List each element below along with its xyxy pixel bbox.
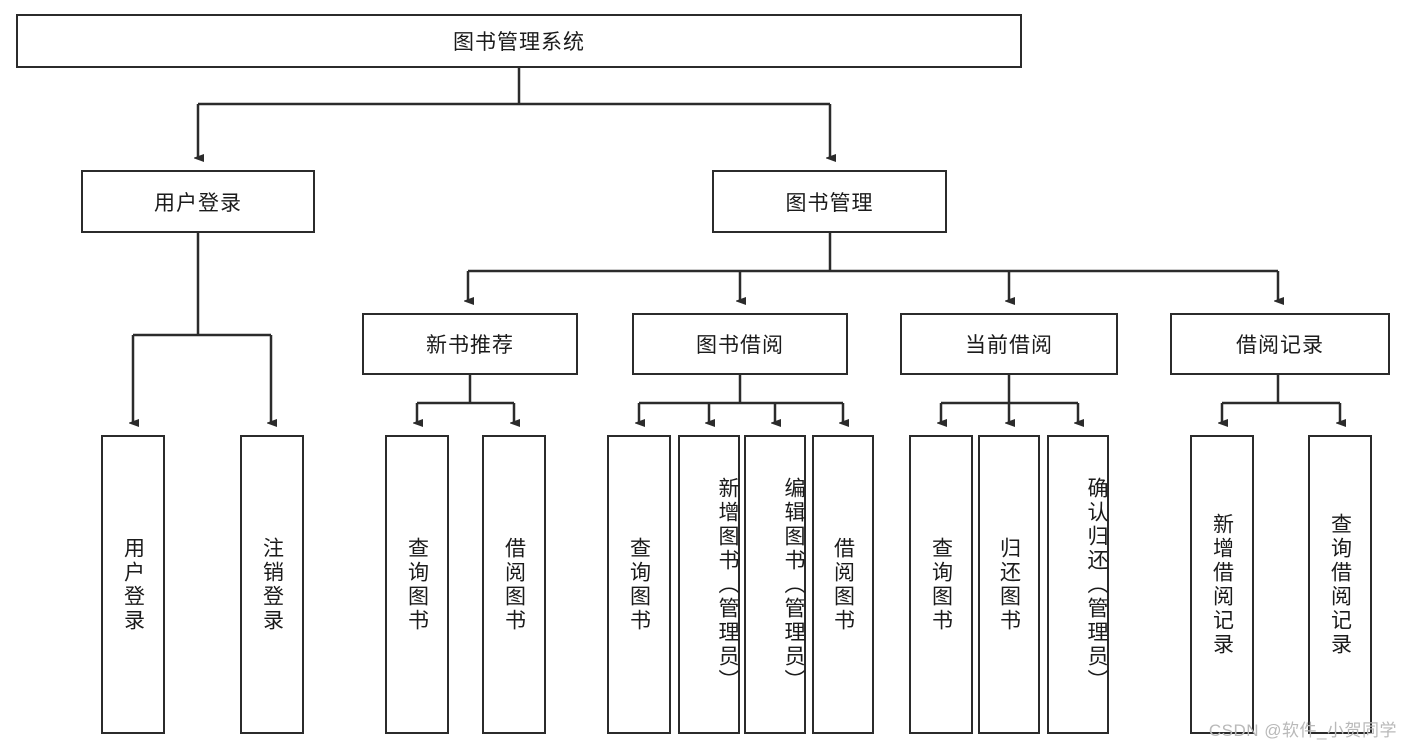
leaf-current-query-book[interactable]: 查询图书: [909, 435, 973, 734]
node-label: 图书管理系统: [453, 31, 585, 54]
node-label: 借阅图书: [831, 536, 855, 633]
leaf-current-confirm-return-admin[interactable]: 确认归还（管理员）: [1047, 435, 1109, 734]
leaf-user-login-logout[interactable]: 注销登录: [240, 435, 304, 734]
node-label: 当前借阅: [965, 334, 1053, 357]
node-label: 借阅图书: [502, 536, 526, 633]
node-label: 新增图书（管理员）: [716, 476, 739, 693]
node-label: 归还图书: [997, 536, 1021, 633]
leaf-recommend-query-book[interactable]: 查询图书: [385, 435, 449, 734]
leaf-recommend-borrow-book[interactable]: 借阅图书: [482, 435, 546, 734]
node-label: 用户登录: [121, 536, 145, 633]
leaf-borrow-borrow-book[interactable]: 借阅图书: [812, 435, 874, 734]
node-label: 图书借阅: [696, 334, 784, 357]
node-root-system[interactable]: 图书管理系统: [16, 14, 1022, 68]
node-label: 图书管理: [785, 191, 874, 215]
leaf-record-query-record[interactable]: 查询借阅记录: [1308, 435, 1372, 734]
node-label: 用户登录: [154, 191, 242, 215]
node-label: 确认归还（管理员）: [1085, 476, 1108, 693]
node-book-management[interactable]: 图书管理: [712, 170, 947, 233]
node-label: 新增借阅记录: [1210, 512, 1234, 657]
node-borrow-record[interactable]: 借阅记录: [1170, 313, 1390, 375]
node-label: 新书推荐: [426, 334, 514, 357]
leaf-current-return-book[interactable]: 归还图书: [978, 435, 1040, 734]
node-label: 注销登录: [260, 536, 284, 633]
watermark: CSDN @软件_小贺同学: [1208, 721, 1397, 740]
node-new-book-recommend[interactable]: 新书推荐: [362, 313, 578, 375]
leaf-borrow-edit-book-admin[interactable]: 编辑图书（管理员）: [744, 435, 806, 734]
leaf-borrow-query-book[interactable]: 查询图书: [607, 435, 671, 734]
leaf-borrow-add-book-admin[interactable]: 新增图书（管理员）: [678, 435, 740, 734]
node-label: 查询图书: [405, 536, 429, 633]
node-label: 查询图书: [929, 536, 953, 633]
node-label: 借阅记录: [1236, 334, 1324, 357]
node-book-borrow[interactable]: 图书借阅: [632, 313, 848, 375]
node-label: 编辑图书（管理员）: [782, 476, 805, 693]
node-label: 查询借阅记录: [1328, 512, 1352, 657]
leaf-record-add-record[interactable]: 新增借阅记录: [1190, 435, 1254, 734]
node-label: 查询图书: [627, 536, 651, 633]
node-current-borrow[interactable]: 当前借阅: [900, 313, 1118, 375]
node-user-login[interactable]: 用户登录: [81, 170, 315, 233]
leaf-user-login-login[interactable]: 用户登录: [101, 435, 165, 734]
